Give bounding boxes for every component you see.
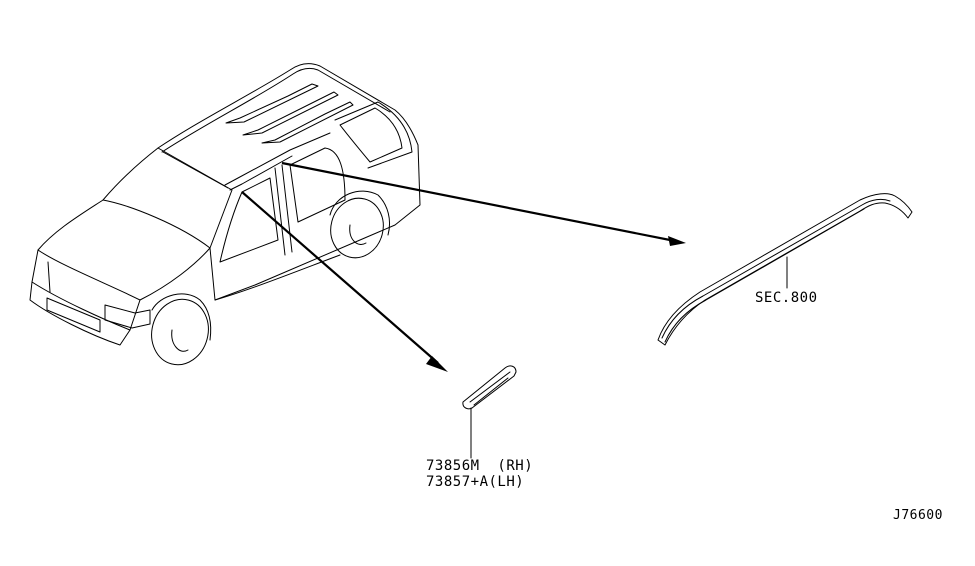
part-number-label-lh: 73857+A(LH) bbox=[426, 474, 525, 490]
section-reference-label: SEC.800 bbox=[755, 290, 818, 306]
roof-drip-molding bbox=[657, 193, 913, 346]
callout-arrows bbox=[241, 161, 686, 372]
suv-illustration bbox=[29, 63, 421, 366]
part-number-label-rh: 73856M (RH) bbox=[426, 458, 534, 474]
drawing-code-label: J76600 bbox=[893, 508, 943, 523]
pillar-garnish-part bbox=[462, 365, 517, 459]
